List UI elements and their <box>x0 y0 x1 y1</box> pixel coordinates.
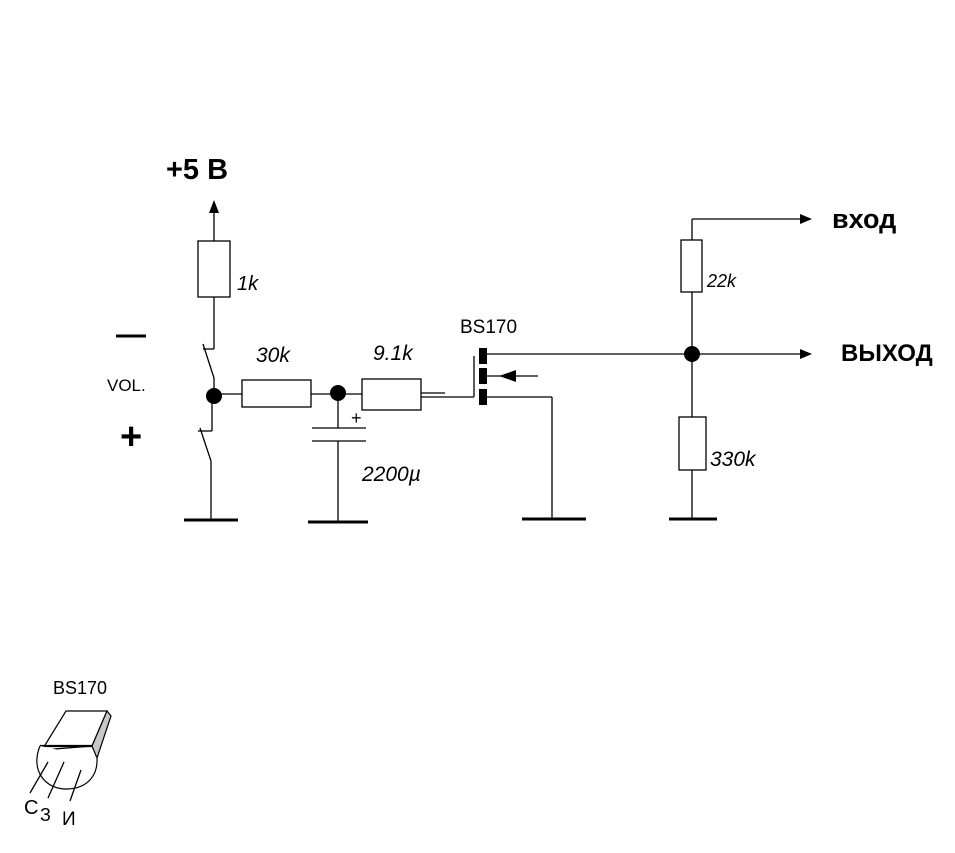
pin-gate-label: З <box>40 805 51 825</box>
switch-lower-blade <box>199 427 212 462</box>
body-arrow-icon <box>499 370 516 382</box>
r1-value-label: 1k <box>237 273 259 295</box>
pin-source-label: И <box>62 809 76 830</box>
r4-value-label: 22k <box>707 271 737 291</box>
transistor-label: BS170 <box>460 317 518 338</box>
mosfet-source-segment <box>479 389 487 405</box>
output-terminal-label: ВЫХОД <box>841 340 933 367</box>
resistor-330k <box>678 416 707 471</box>
junction-dot <box>206 388 222 404</box>
capacitor-polarity-label: + <box>351 408 362 428</box>
resistor-1k <box>197 240 231 298</box>
mosfet-drain-segment <box>479 348 487 364</box>
supply-voltage-label: +5 В <box>166 154 229 186</box>
volume-label: VOL. <box>107 376 146 395</box>
resistor-9-1k <box>361 378 422 411</box>
c1-value-label: 2200µ <box>362 463 421 486</box>
input-terminal-label: вход <box>832 204 897 234</box>
supply-arrow-icon <box>209 200 219 213</box>
output-arrow-icon <box>800 349 812 359</box>
switch-upper-blade <box>202 343 215 379</box>
pin-drain-label: С <box>24 797 39 819</box>
resistor-30k <box>241 379 312 408</box>
r3-value-label: 9.1k <box>373 342 413 365</box>
volume-minus-label: — <box>116 318 146 351</box>
r2-value-label: 30k <box>256 344 290 367</box>
bs170-package-icon <box>29 709 112 802</box>
pinout-title: BS170 <box>53 678 108 698</box>
mosfet-body-segment <box>479 368 487 384</box>
input-arrow-icon <box>800 214 812 224</box>
volume-plus-label: + <box>120 416 143 458</box>
r5-value-label: 330k <box>710 448 756 471</box>
resistor-22k <box>680 239 703 293</box>
